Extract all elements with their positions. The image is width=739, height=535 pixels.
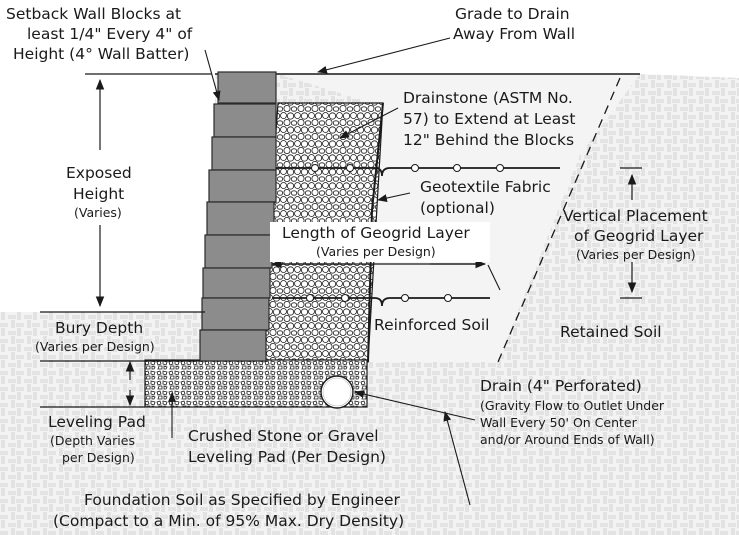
drain-label-line1: Drain (4" Perforated) bbox=[480, 377, 642, 395]
leveling-label-line1: Leveling Pad bbox=[48, 413, 146, 431]
exposed-label-line2: Height bbox=[73, 185, 124, 203]
wall-block bbox=[202, 267, 271, 299]
vertical-label-line3: (Varies per Design) bbox=[576, 247, 696, 262]
drain-label-line4: and/or Around Ends of Wall) bbox=[480, 432, 655, 447]
dimension-lines bbox=[40, 73, 642, 408]
wall-block bbox=[208, 169, 277, 203]
geogrid-length-label-line2: (Varies per Design) bbox=[316, 244, 436, 259]
foundation-label-line2: (Compact to a Min. of 95% Max. Dry Densi… bbox=[53, 512, 404, 530]
wall-block bbox=[217, 71, 277, 104]
geogrid-lower bbox=[272, 294, 490, 307]
grade-label-line1: Grade to Drain bbox=[455, 5, 570, 23]
geogrid-length-label-line1: Length of Geogrid Layer bbox=[282, 224, 470, 242]
drainstone-label-line3: 12" Behind the Blocks bbox=[403, 131, 574, 149]
exposed-label-line3: (Varies) bbox=[74, 205, 122, 220]
reinforced-zone-boundary bbox=[497, 77, 621, 363]
wall-block bbox=[211, 136, 277, 171]
setback-label-line2: least 1/4" Every 4" of bbox=[27, 25, 193, 43]
leader-lines bbox=[168, 37, 501, 506]
bury-label-line2: (Varies per Design) bbox=[35, 339, 155, 354]
drainstone-label-line2: 57) to Extend at Least bbox=[403, 110, 575, 128]
drain-pipe bbox=[320, 375, 354, 409]
wall-block bbox=[206, 201, 275, 236]
wall-block bbox=[204, 234, 273, 269]
wall-blocks bbox=[199, 71, 277, 362]
bury-label-line1: Bury Depth bbox=[55, 319, 143, 337]
drain-label-line3: Wall Every 50' On Center bbox=[480, 415, 638, 430]
wall-block bbox=[199, 329, 267, 362]
leveling-label-line3: per Design) bbox=[62, 450, 135, 465]
grade-label-line2: Away From Wall bbox=[453, 25, 575, 43]
drain-label-line2: (Gravity Flow to Outlet Under bbox=[480, 398, 665, 413]
drainstone-label-line1: Drainstone (ASTM No. bbox=[403, 89, 573, 107]
leveling-label-line2: (Depth Varies bbox=[50, 433, 135, 448]
annotation-labels: Setback Wall Blocks at least 1/4" Every … bbox=[6, 5, 708, 530]
foundation-label-line1: Foundation Soil as Specified by Engineer bbox=[84, 491, 401, 509]
reinforced-soil-label: Reinforced Soil bbox=[374, 316, 489, 334]
wall-block bbox=[201, 297, 270, 331]
geotextile-label-line2: (optional) bbox=[420, 199, 495, 217]
geogrid-upper bbox=[276, 164, 560, 177]
crushed-label-line2: Leveling Pad (Per Design) bbox=[188, 448, 386, 466]
geotextile-fabric bbox=[367, 102, 384, 363]
geotextile-label-line1: Geotextile Fabric bbox=[420, 178, 551, 196]
vertical-label-line1: Vertical Placement bbox=[563, 207, 708, 225]
setback-label-line1: Setback Wall Blocks at bbox=[6, 5, 181, 23]
crushed-label-line1: Crushed Stone or Gravel bbox=[188, 427, 379, 445]
wall-block bbox=[213, 103, 277, 138]
vertical-label-line2: of Geogrid Layer bbox=[574, 227, 704, 245]
retained-soil-label: Retained Soil bbox=[560, 323, 662, 341]
setback-label-line3: Height (4° Wall Batter) bbox=[13, 45, 189, 63]
exposed-label-line1: Exposed bbox=[66, 164, 132, 182]
